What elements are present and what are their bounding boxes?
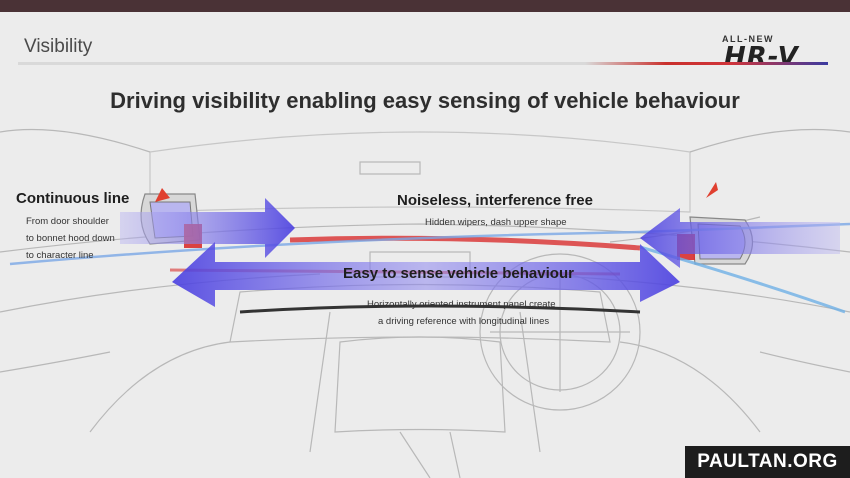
noiseless-heading: Noiseless, interference free <box>397 192 593 209</box>
continuous-line-text-2: to bonnet hood down <box>26 233 115 244</box>
continuous-line-heading: Continuous line <box>16 190 130 207</box>
car-interior-illustration <box>0 128 850 478</box>
easy-sense-text-1: Horizontally oriented instrument panel c… <box>367 299 556 310</box>
presentation-slide: Visibility ALL-NEW HR-V Driving visibili… <box>0 12 850 478</box>
interior-line-art <box>0 128 850 478</box>
continuous-line-arrow <box>120 198 295 258</box>
model-logo: HR-V <box>724 42 799 72</box>
easy-sense-text-2: a driving reference with longitudinal li… <box>378 316 550 327</box>
site-watermark: PAULTAN.ORG <box>685 446 850 478</box>
continuous-line-text-3: to character line <box>26 250 94 261</box>
easy-sense-description: Horizontally oriented instrument panel c… <box>367 296 556 330</box>
continuous-line-text-1: From door shoulder <box>26 216 109 227</box>
easy-sense-heading: Easy to sense vehicle behaviour <box>343 265 574 282</box>
noiseless-arrow <box>640 208 840 268</box>
continuous-line-description: From door shoulder to bonnet hood down t… <box>26 213 115 264</box>
section-label: Visibility <box>24 36 93 57</box>
vehicle-behaviour-double-arrow <box>172 242 680 307</box>
slide-title: Driving visibility enabling easy sensing… <box>110 88 740 113</box>
logo-tagline: ALL-NEW <box>722 34 774 44</box>
noiseless-description: Hidden wipers, dash upper shape <box>425 217 567 228</box>
photo-frame-top <box>0 0 850 14</box>
header-divider <box>18 62 828 65</box>
